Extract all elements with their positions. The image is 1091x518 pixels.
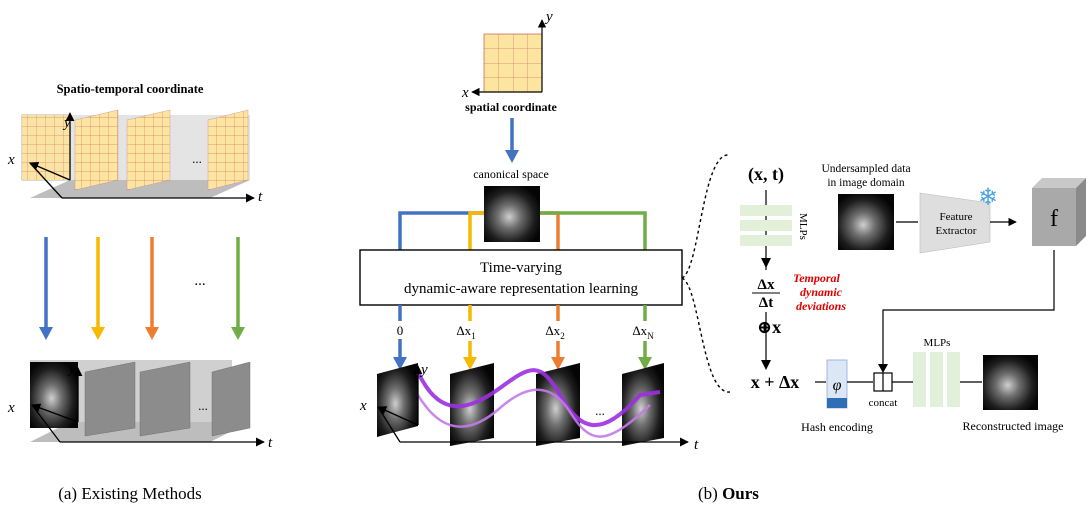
x-axis (29, 162, 71, 181)
delta-label-n: ΔxN (632, 323, 654, 341)
reconstructed-label: Reconstructed image (963, 419, 1064, 433)
caption-ours: (b) Ours (698, 484, 759, 503)
delta-label-2: Δx2 (545, 323, 564, 341)
mlp-layer (947, 352, 960, 407)
down-arrow-icon (551, 357, 565, 370)
x-axis-label: x (7, 152, 15, 168)
spatio-temporal-title: Spatio-temporal coordinate (57, 82, 204, 96)
ours-detail-panel: (x, t) MLPs Δx Δt Temporal dynamic devia… (740, 163, 1086, 434)
slice-ellipsis: ... (595, 403, 605, 418)
mlp-layer (913, 352, 926, 407)
undersampled-label: Undersampled data (821, 163, 910, 175)
sum-label: x + Δx (751, 372, 800, 392)
box-line1: Time-varying (480, 260, 562, 276)
zoom-brace-top (681, 154, 731, 279)
y-axis-label: y (544, 9, 553, 25)
t-axis-label: t (268, 435, 273, 451)
temporal-label: deviations (796, 299, 846, 313)
y-axis-label: y (67, 361, 76, 377)
deformed-slice (622, 363, 664, 446)
mri-slice (211, 361, 251, 437)
deformation-trajectory (416, 368, 661, 427)
spatial-grid (483, 33, 543, 93)
undersampled-label: in image domain (827, 177, 905, 189)
slice-ellipsis: ... (198, 398, 208, 413)
deformed-slice (536, 363, 580, 446)
temporal-label: dynamic (800, 285, 843, 299)
add-x-label: ⊕x (757, 317, 781, 337)
mlps-label: MLPs (924, 337, 951, 349)
output-volume: ... y x t (7, 360, 273, 451)
mlp-layer (740, 235, 792, 246)
t-axis-label: t (694, 437, 699, 453)
caption-existing: (a) Existing Methods (58, 484, 202, 503)
x-axis-label: x (461, 85, 469, 101)
down-arrow-icon (463, 357, 477, 370)
down-arrow-icon (505, 150, 519, 163)
t-axis-label: t (258, 189, 263, 205)
ours-middle-panel: y x spatial coordinate canonical space T… (359, 9, 699, 453)
mri-slice (84, 361, 136, 437)
deformed-slice (377, 363, 418, 437)
undersampled-image (838, 194, 894, 250)
down-arrow-icon (393, 357, 407, 370)
representation-learning-box (359, 249, 683, 306)
delta-label-0: 0 (397, 323, 404, 338)
y-axis-label: y (419, 362, 428, 378)
feature-extractor-block (919, 192, 991, 254)
mlps-label: MLPs (797, 213, 809, 240)
spatio-temporal-volume: ... y x t (7, 109, 263, 205)
delta-label-1: Δx1 (456, 323, 475, 341)
x-axis-label: x (7, 400, 15, 416)
time-arrows: ... (39, 237, 245, 340)
canonical-space-label: canonical space (473, 167, 549, 181)
deviation-numerator: Δx (758, 277, 775, 293)
phi-symbol: φ (833, 377, 842, 394)
extractor-label: Feature (940, 211, 973, 223)
hash-encoding-label: Hash encoding (801, 420, 873, 434)
y-axis-label: y (62, 115, 71, 131)
deviation-denominator: Δt (759, 295, 773, 311)
feature-cube: f (1032, 178, 1086, 246)
input-coordinate-label: (x, t) (748, 164, 784, 185)
snowflake-icon: ❄ (978, 185, 998, 211)
canonical-mri-image (484, 186, 540, 242)
extractor-label: Extractor (936, 225, 977, 237)
delta-labels: 0 Δx1 Δx2 ΔxN (389, 321, 665, 341)
existing-methods-panel: Spatio-temporal coordinate ... y x t (7, 82, 273, 451)
spatial-coordinate-label: spatial coordinate (465, 100, 557, 114)
zoom-brace-bottom (681, 277, 731, 393)
mri-slice (30, 362, 78, 428)
feature-label: f (1050, 206, 1058, 232)
mlp-layer (740, 205, 792, 216)
arrow-ellipsis: ... (194, 273, 205, 289)
mlp-layer (930, 352, 943, 407)
slice-ellipsis: ... (192, 151, 202, 166)
concat-label: concat (869, 397, 898, 409)
deformation-trajectory (416, 388, 651, 438)
temporal-label: Temporal (793, 271, 841, 285)
down-arrow-icon (638, 357, 652, 370)
mlp-layer (740, 220, 792, 231)
reconstructed-image (983, 355, 1038, 410)
box-line2: dynamic-aware representation learning (404, 281, 639, 297)
x-axis-label: x (359, 398, 367, 414)
mri-slice (139, 361, 191, 437)
